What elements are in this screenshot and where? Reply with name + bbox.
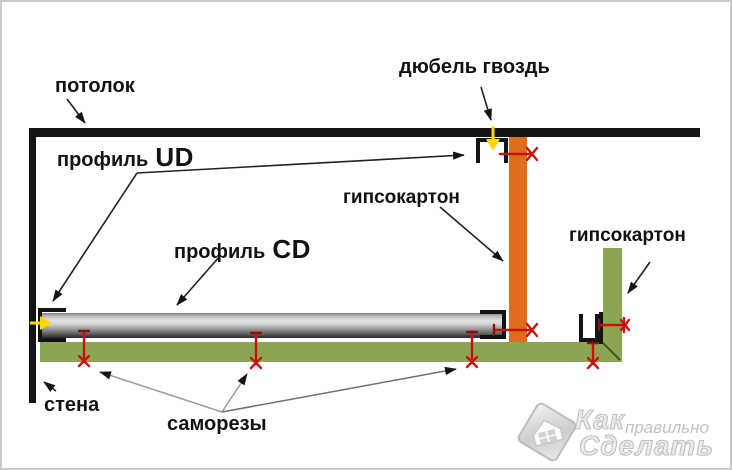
house-diamond-icon: [517, 402, 577, 462]
label-profile-ud-word: профиль: [57, 149, 149, 171]
dowel-nail-top: [486, 126, 500, 151]
screw-vertical-1: [77, 329, 91, 368]
leader-screws-3: [221, 366, 457, 413]
screw-horizontal-right: [597, 316, 631, 334]
leader-dowel-nail: [480, 86, 492, 121]
watermark-word2: правильно: [625, 418, 709, 437]
screw-vertical-2: [249, 331, 263, 370]
watermark-word1: Как: [574, 403, 625, 435]
leader-screws-1: [99, 371, 223, 413]
label-screws: саморезы: [167, 413, 267, 435]
label-profile-ud: профиль UD: [57, 142, 194, 172]
leader-wall: [43, 381, 57, 392]
drywall-vertical-strip: [509, 137, 527, 342]
label-profile-cd-word: профиль: [174, 241, 266, 263]
leader-profile-ud-top: [136, 151, 465, 174]
label-ceiling: потолок: [55, 75, 135, 97]
leader-screws-2: [221, 373, 248, 413]
label-drywall-right: гипсокартон: [569, 225, 686, 246]
label-wall: стена: [44, 394, 100, 416]
ud-profile-right-bracket: [579, 314, 599, 342]
watermark: [516, 401, 578, 468]
cd-profile-bar: [42, 313, 504, 338]
screw-horizontal-top: [498, 146, 539, 162]
cd-profile-end-cap: [480, 310, 506, 339]
leader-profile-ud-wall: [52, 172, 138, 302]
wall-slab: [29, 128, 36, 403]
screw-horizontal-mid: [492, 322, 539, 338]
label-profile-cd: профиль CD: [174, 234, 311, 264]
label-drywall-left: гипсокартон: [343, 187, 460, 208]
label-profile-cd-code: CD: [272, 234, 311, 264]
watermark-word3: Сделать: [578, 429, 714, 461]
screw-vertical-3: [465, 330, 479, 369]
leader-drywall-right: [627, 261, 651, 294]
drywall-right-sheet: [603, 248, 622, 362]
dowel-nail-wall: [30, 316, 52, 330]
leader-ceiling: [66, 98, 86, 124]
screw-vertical-4: [586, 341, 600, 370]
leader-drywall-left: [439, 206, 504, 262]
leader-profile-cd: [176, 255, 221, 306]
label-profile-ud-code: UD: [155, 142, 194, 172]
label-dowel-nail: дюбель гвоздь: [399, 56, 550, 78]
drywall-corner-joint: [602, 342, 621, 361]
ceiling-slab: [29, 128, 700, 137]
